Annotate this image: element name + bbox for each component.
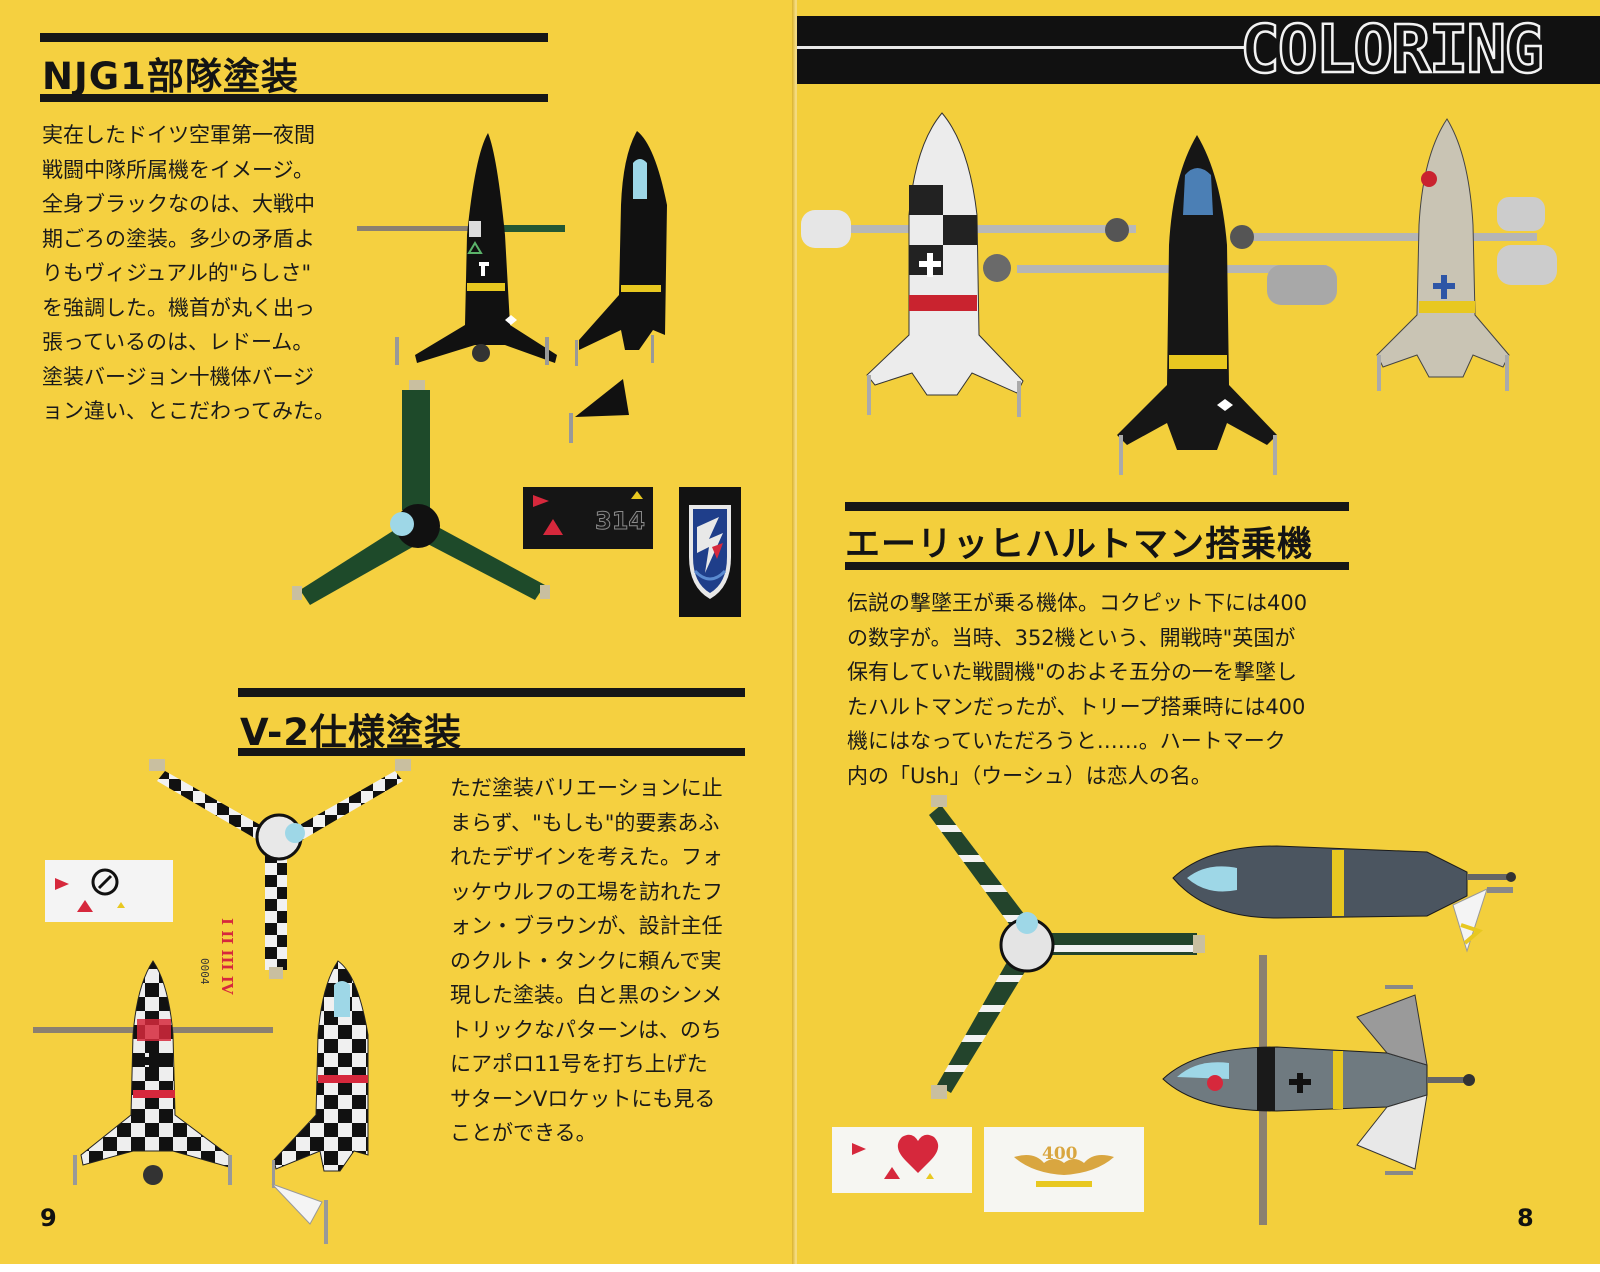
text-line: ただ塗装バリエーションに止 (450, 776, 723, 800)
page-gutter (792, 0, 800, 1272)
hartmann-rotor-illustration (929, 795, 1205, 1099)
text-line: 全身ブラックなのは、大戦中 (42, 192, 315, 216)
hartmann-side-view-illustration (1162, 955, 1475, 1225)
text-line: りもヴィジュアル的"らしさ" (42, 261, 312, 285)
text-line: 保有していた戦闘機"のおよそ五分の一を撃墜し (847, 660, 1298, 684)
text-line: まらず、"もしも"的要素あふ (450, 810, 720, 835)
v2-fin-illustration (271, 1183, 328, 1244)
text-line: を強調した。機首が丸く出っ (42, 295, 315, 320)
v2-body: ただ塗装バリエーションに止 まらず、"もしも"的要素あふ れたデザインを考えた。… (450, 771, 750, 1151)
v2-numeral-decals: I II III IV (218, 918, 236, 995)
text-line: 内の「Ush」（ウーシュ）は恋人の名。 (847, 763, 1212, 788)
text-line: ョン違い、とこだわってみた。 (42, 399, 335, 423)
hartmann-heading-rule-bottom (845, 562, 1349, 570)
v2-small-number-decal: 0004 (198, 958, 211, 985)
text-line: ことができる。 (450, 1121, 597, 1145)
decal-marks (852, 1134, 939, 1179)
text-line: れたデザインを考えた。フォ (450, 845, 723, 869)
decal-marks (55, 868, 125, 912)
text-line: トリックなパターンは、のち (450, 1017, 722, 1042)
text-line: サターンVロケットにも見る (450, 1086, 716, 1111)
hartmann-decal-sheet-2: 400 (984, 1127, 1144, 1212)
njg1-decal-sheet: 314 (523, 487, 653, 549)
v2-decal-sheet (45, 860, 173, 922)
v2-heading: V-2仕様塗装 (240, 711, 463, 754)
hartmann-decal-sheet-1 (832, 1127, 972, 1193)
njg1-side-view-illustration (357, 133, 565, 365)
text-line: 塗装バージョン十機体バージ (42, 364, 315, 389)
njg1-body: 実在したドイツ空軍第一夜間 戦闘中隊所属機をイメージ。 全身ブラックなのは、大戦… (42, 118, 357, 429)
hartmann-heading-rule-top (845, 502, 1349, 511)
page-number-right: 8 (1517, 1204, 1534, 1232)
text-line: 機にはなっていただろうと……。ハートマーク (847, 729, 1286, 753)
decal-number-400: 400 (1042, 1144, 1078, 1164)
text-line: 伝説の撃墜王が乗る機体。コクピット下には400 (847, 591, 1308, 615)
text-line: 実在したドイツ空軍第一夜間 (42, 123, 315, 147)
text-line: ォン・ブラウンが、設計主任 (450, 914, 723, 938)
njg1-rotor-illustration (292, 380, 550, 605)
left-page: NJG1部隊塗装 実在したドイツ空軍第一夜間 戦闘中隊所属機をイメージ。 全身ブ… (0, 0, 795, 1272)
v2-top-view-illustration (272, 960, 369, 1188)
heading-rule-bottom (40, 94, 548, 102)
decal-marks (533, 491, 643, 535)
heading-rule-top (40, 33, 548, 42)
v2-rotor-illustration (149, 759, 411, 979)
page-number-left: 9 (40, 1204, 57, 1232)
text-line: の数字が。当時、352機という、開戦時"英国が (847, 625, 1296, 650)
unit-emblem-shield-icon (679, 487, 741, 617)
text-line: のクルト・タンクに頼んで実 (450, 948, 722, 973)
hartmann-fin-illustration (1452, 887, 1513, 953)
text-line: たハルトマンだったが、トリープ搭乗時には400 (847, 694, 1306, 719)
hartmann-body: 伝説の撃墜王が乗る機体。コクピット下には400 の数字が。当時、352機という、… (847, 586, 1347, 793)
coloring-title-band: COLORING (797, 10, 1600, 89)
hartmann-top-view-illustration (1172, 845, 1516, 919)
decal-wings-mark (1014, 1155, 1114, 1187)
text-line: にアポロ11号を打ち上げた (450, 1052, 708, 1076)
v2-heading-rule-bottom (238, 748, 745, 756)
text-line: 張っているのは、レドーム。 (42, 330, 314, 354)
njg1-fin-illustration (569, 379, 629, 443)
three-models-photo (801, 112, 1557, 475)
right-page: COLORING エーリッヒハルトマン搭乗機 伝説の撃墜王が乗る機体。コクピット… (797, 0, 1600, 1272)
v2-side-view-illustration (33, 960, 273, 1185)
band-stripe (797, 46, 1247, 49)
hartmann-heading: エーリッヒハルトマン搭乗機 (845, 525, 1314, 565)
coloring-title: COLORING (1239, 10, 1545, 89)
text-line: 現した塗装。白と黒のシンメ (450, 983, 723, 1007)
text-line: 期ごろの塗装。多少の矛盾よ (42, 226, 315, 251)
text-line: ッケウルフの工場を訪れたフ (450, 879, 723, 904)
v2-heading-rule-top (238, 688, 745, 697)
page-bottom-edge (0, 1264, 1600, 1272)
njg1-heading: NJG1部隊塗装 (42, 55, 299, 98)
decal-number-314: 314 (594, 507, 646, 536)
njg1-top-view-illustration (575, 131, 667, 366)
text-line: 戦闘中隊所属機をイメージ。 (42, 157, 314, 182)
